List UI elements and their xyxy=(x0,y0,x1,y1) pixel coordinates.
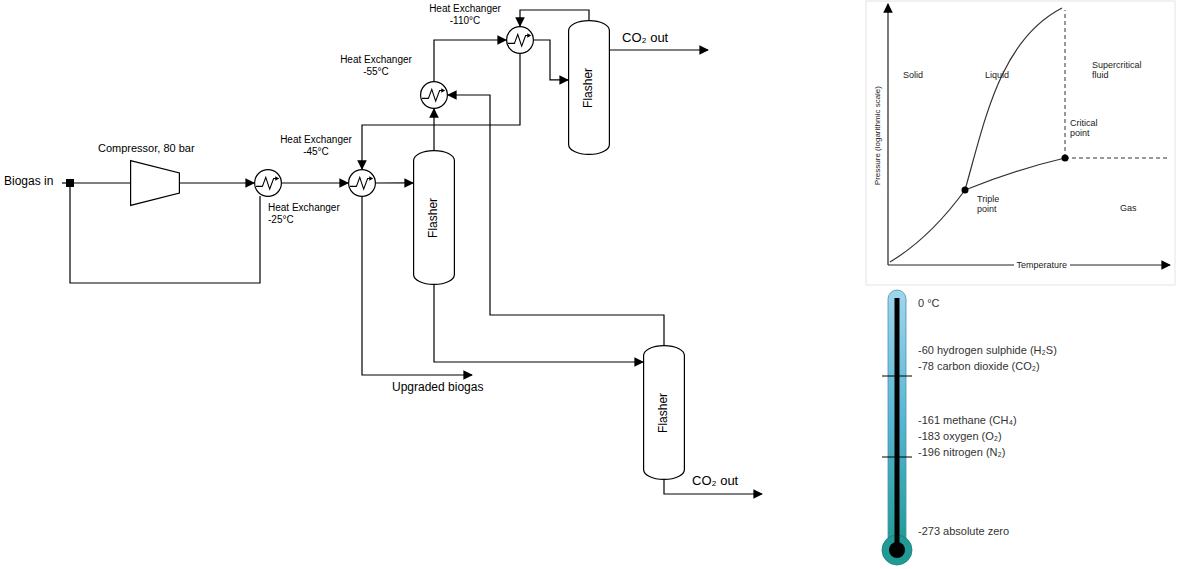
temperature-label: -161 methane (CH₄) xyxy=(918,414,1017,427)
heat-exchanger-symbol xyxy=(254,169,282,197)
vessel-label: Flasher xyxy=(427,197,441,237)
equipment-label: Heat Exchanger -45°C xyxy=(280,134,352,157)
stream-label: Upgraded biogas xyxy=(392,381,483,395)
phase-label: Liquid xyxy=(985,70,1009,80)
thermometer xyxy=(882,290,912,565)
vessel-outline xyxy=(414,151,455,285)
heat-exchanger: Heat Exchanger -110°C xyxy=(426,1,536,56)
exchanger-outline xyxy=(255,170,282,197)
exchanger-outline xyxy=(421,82,448,109)
temperature-label: -183 oxygen (O₂) xyxy=(918,430,1002,443)
temperature-label: -196 nitrogen (N₂) xyxy=(918,446,1005,459)
exchanger-arrow xyxy=(369,176,373,180)
heat-exchanger-symbol xyxy=(506,26,534,54)
co2-outlet-line xyxy=(610,49,708,50)
vessel-label: Flasher xyxy=(657,392,671,432)
axis-label: Temperature xyxy=(1014,260,1071,270)
point-label: Critical point xyxy=(1070,118,1112,139)
exchanger-arrow xyxy=(275,176,279,180)
heat-exchanger-symbol xyxy=(420,81,448,109)
equipment-label: Heat Exchanger -25°C xyxy=(268,202,350,225)
phase-label: Solid xyxy=(903,70,923,80)
heat-exchanger: Heat Exchanger -45°C xyxy=(278,132,378,199)
equipment-label: Compressor, 80 bar xyxy=(98,142,195,155)
heat-exchanger-symbol xyxy=(348,169,376,197)
exchanger-arrow xyxy=(441,88,445,92)
exchanger-outline xyxy=(507,27,534,54)
process-stream xyxy=(376,182,413,183)
heat-exchanger: Heat Exchanger -55°C xyxy=(338,52,450,111)
flasher-vessel: Flasher xyxy=(411,148,457,287)
compressor-symbol xyxy=(130,160,180,206)
phase-label: Gas xyxy=(1120,203,1137,213)
axis-label: Pressure (logarithmic scale) xyxy=(872,86,881,185)
phase-diagram xyxy=(866,1,1175,285)
phase-label: Supercritical fluid xyxy=(1092,60,1154,81)
exchanger-coil xyxy=(508,34,529,46)
exchanger-coil xyxy=(350,177,371,189)
vessel-outline xyxy=(569,21,610,155)
exchanger-coil xyxy=(256,177,277,189)
vessel-outline xyxy=(644,346,685,480)
equipment-label: Heat Exchanger -110°C xyxy=(428,3,502,26)
exchanger-arrow xyxy=(527,33,531,37)
process-stream xyxy=(534,40,568,80)
equipment-label: Heat Exchanger -55°C xyxy=(340,54,412,77)
point-label: Triple point xyxy=(977,194,1017,215)
process-stream xyxy=(448,95,664,345)
stream-label: Biogas in xyxy=(4,175,53,189)
vessel-label: Flasher xyxy=(582,67,596,107)
process-stream xyxy=(180,182,254,183)
process-stream xyxy=(433,109,434,150)
compressor-outline xyxy=(131,161,180,206)
exchanger-coil xyxy=(422,89,443,101)
temperature-label: -60 hydrogen sulphide (H₂S) xyxy=(918,344,1057,357)
stream-label: CO₂ out xyxy=(692,474,738,489)
exchanger-outline xyxy=(349,170,376,197)
stream-label: CO₂ out xyxy=(622,31,668,46)
temperature-label: -78 carbon dioxide (CO₂) xyxy=(918,360,1040,373)
temperature-label: 0 °C xyxy=(918,297,940,310)
process-stream xyxy=(434,285,643,362)
flasher-vessel: Flasher xyxy=(566,18,612,157)
process-stream xyxy=(282,182,348,183)
process-stream xyxy=(434,40,506,81)
temperature-label: -273 absolute zero xyxy=(918,525,1009,538)
flasher-vessel: Flasher xyxy=(641,343,687,482)
mixing-junction xyxy=(66,179,74,187)
compressor: Compressor, 80 bar xyxy=(96,140,197,208)
heat-exchanger: Heat Exchanger -25°C xyxy=(252,167,352,227)
